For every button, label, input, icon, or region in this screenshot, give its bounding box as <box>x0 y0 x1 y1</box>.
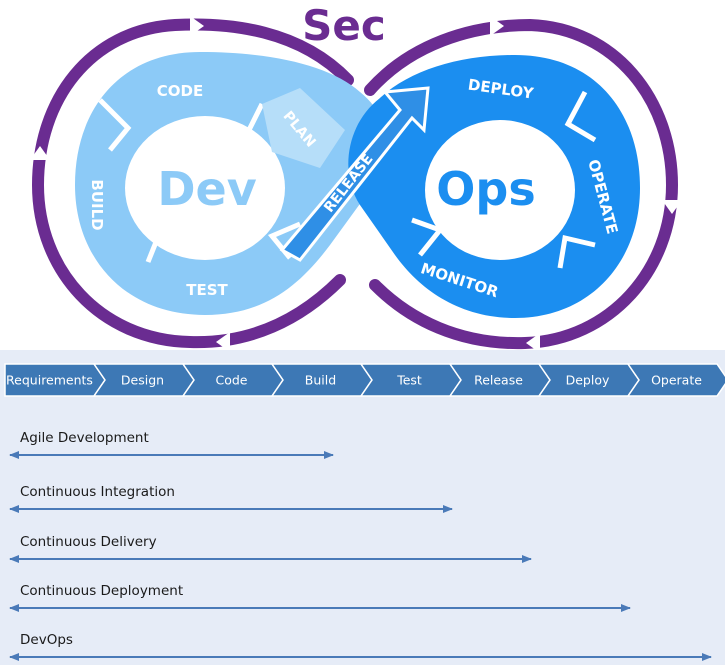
ops-segment-separators <box>411 90 597 269</box>
stage-label-test: Test <box>396 373 422 388</box>
dev-center <box>125 116 285 260</box>
stage-label-build: Build <box>305 373 336 388</box>
ops-center <box>425 120 575 260</box>
devsecops-infinity-loop: Sec Dev Ops CODE BUILD TEST PLAN RELEASE… <box>30 1 682 350</box>
ops-label: Ops <box>436 162 535 216</box>
plan-segment <box>262 88 345 168</box>
practice-label-1: Agile Development <box>20 430 149 446</box>
release-arrow <box>279 86 430 262</box>
sec-title: Sec <box>302 1 386 50</box>
purple-outer-arrow-right <box>364 18 679 350</box>
practice-label-2: Continuous Integration <box>20 484 175 500</box>
stage-label-operate: Operate <box>651 373 702 388</box>
practice-label-5: DevOps <box>20 632 73 648</box>
stage-label-code: Code <box>215 373 247 388</box>
stage-chevron-operate <box>626 363 725 397</box>
practice-label-3: Continuous Delivery <box>20 534 157 550</box>
stage-label-design: Design <box>121 373 164 388</box>
stage-label-release: Release <box>474 373 523 388</box>
code-segment-label: CODE <box>157 82 203 100</box>
purple-ring-chevrons <box>30 16 682 350</box>
pipeline-stages: Requirements Design Code Build Test Release De… <box>4 363 725 397</box>
purple-outer-arrow-left <box>31 18 354 349</box>
test-segment-label: TEST <box>186 281 228 299</box>
practice-label-4: Continuous Deployment <box>20 583 183 599</box>
build-segment-label: BUILD <box>88 179 106 230</box>
stage-label-deploy: Deploy <box>566 373 610 388</box>
dev-label: Dev <box>157 162 256 216</box>
stage-label-requirements: Requirements <box>6 373 93 388</box>
